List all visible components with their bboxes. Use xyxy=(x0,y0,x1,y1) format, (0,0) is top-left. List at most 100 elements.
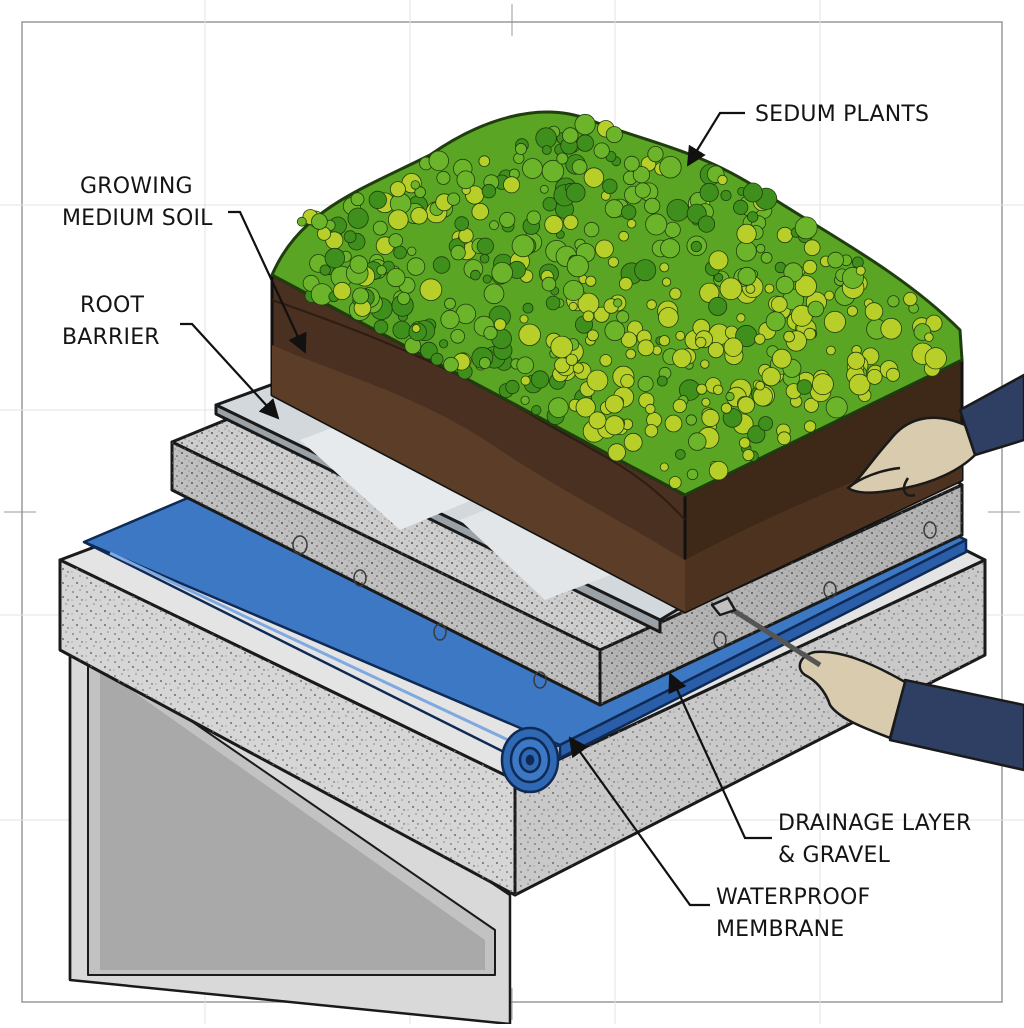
sedum-clump xyxy=(824,290,835,301)
sedum-clump xyxy=(708,296,728,316)
leader-growing-medium xyxy=(228,210,307,354)
sedum-clump xyxy=(760,251,773,264)
sedum-clump xyxy=(368,190,387,209)
sedum-clump xyxy=(812,373,834,396)
sedum-clump xyxy=(419,278,443,302)
sedum-clump xyxy=(695,336,707,348)
sedum-clump xyxy=(739,437,751,449)
sedum-clump xyxy=(582,310,595,323)
sedum-clump xyxy=(713,272,724,283)
sedum-clump xyxy=(476,237,494,255)
sedum-clump xyxy=(349,255,369,274)
sedum-clump xyxy=(675,449,686,460)
sedum-clump xyxy=(924,347,947,370)
sedum-clump xyxy=(733,199,749,215)
leader-waterproof xyxy=(568,736,710,907)
sedum-clump xyxy=(541,276,557,292)
sedum-clump xyxy=(576,134,594,152)
sedum-clump xyxy=(725,391,735,402)
sedum-clump xyxy=(324,247,346,269)
sedum-clump xyxy=(372,220,388,236)
sedum-clump xyxy=(924,332,934,342)
sedum-clump xyxy=(644,197,661,214)
sedum-clump xyxy=(659,262,670,273)
sedum-clump xyxy=(783,330,795,343)
leader-sedum xyxy=(686,111,745,167)
sedum-clump xyxy=(796,379,813,395)
sedum-clump xyxy=(588,411,607,430)
sedum-clump xyxy=(489,220,499,231)
sedum-clump xyxy=(454,216,470,231)
sedum-clump xyxy=(516,356,534,375)
sedum-clump xyxy=(866,368,883,385)
sedum-clump xyxy=(478,155,491,168)
sedum-clump xyxy=(735,240,757,262)
sedum-clump xyxy=(637,339,655,357)
sedum-clump xyxy=(621,204,637,220)
sedum-clump xyxy=(604,320,626,342)
sedum-clump xyxy=(520,375,531,386)
sedum-clump xyxy=(520,395,530,405)
sedum-clump xyxy=(699,182,719,203)
sedum-clump xyxy=(855,265,866,276)
sedum-clump xyxy=(847,351,866,370)
worker-hand-upper xyxy=(846,373,1024,497)
sedum-clump xyxy=(745,283,756,294)
sedum-clump xyxy=(583,167,605,188)
sedum-clump xyxy=(743,182,763,203)
sedum-clump xyxy=(563,214,579,230)
sedum-clump xyxy=(583,221,600,238)
sedum-clump xyxy=(446,192,461,206)
sedum-clump xyxy=(660,238,681,259)
sedum-clump xyxy=(719,277,743,301)
sedum-clump xyxy=(574,113,596,136)
sedum-clump xyxy=(483,283,505,305)
sedum-clump xyxy=(758,416,773,431)
sedum-clump xyxy=(411,324,421,333)
sedum-clump xyxy=(607,443,626,462)
sedum-clump xyxy=(616,310,630,324)
sedum-clump xyxy=(539,184,549,194)
sedum-clump xyxy=(755,243,766,254)
sedum-clump xyxy=(645,403,656,415)
sedum-clump xyxy=(737,266,757,286)
sedum-clump xyxy=(319,264,331,276)
sedum-clump xyxy=(658,307,679,328)
sedum-clump xyxy=(669,287,682,300)
sedum-clump xyxy=(754,333,766,345)
sedum-clump xyxy=(623,155,640,172)
sedum-clump xyxy=(430,352,444,366)
sedum-clump xyxy=(697,215,716,233)
labels: SEDUM PLANTS GROWING MEDIUM SOIL ROOT BA… xyxy=(62,102,971,942)
sedum-clump xyxy=(696,383,708,395)
sedum-clump xyxy=(666,199,690,222)
sedum-clump xyxy=(565,182,586,203)
sedum-clump xyxy=(526,210,542,225)
sedum-clump xyxy=(544,215,564,235)
sedum-clump xyxy=(392,320,412,340)
label-sedum-plants: SEDUM PLANTS xyxy=(755,102,929,127)
sedum-clump xyxy=(311,213,328,230)
sedum-clump xyxy=(587,329,599,342)
sedum-clump xyxy=(604,199,624,219)
sedum-clump xyxy=(556,152,569,165)
sedum-clump xyxy=(571,159,588,175)
sedum-clump xyxy=(620,373,635,389)
sedum-clump xyxy=(668,476,682,489)
sedum-clump xyxy=(777,431,792,446)
sedum-clump xyxy=(572,362,584,374)
sedum-clump xyxy=(519,314,529,324)
sedum-clump xyxy=(626,219,637,229)
sedum-clump xyxy=(720,402,732,414)
sedum-clump xyxy=(373,319,389,335)
sedum-clump xyxy=(605,394,624,414)
sedum-clump xyxy=(794,216,818,240)
sedum-clump xyxy=(685,414,697,426)
sedum-clump xyxy=(646,299,657,310)
sedum-clump xyxy=(707,341,725,359)
sedum-clump xyxy=(701,408,720,428)
sedum-clump xyxy=(550,335,573,359)
sedum-clump xyxy=(688,432,707,451)
sedum-clump xyxy=(593,142,610,159)
